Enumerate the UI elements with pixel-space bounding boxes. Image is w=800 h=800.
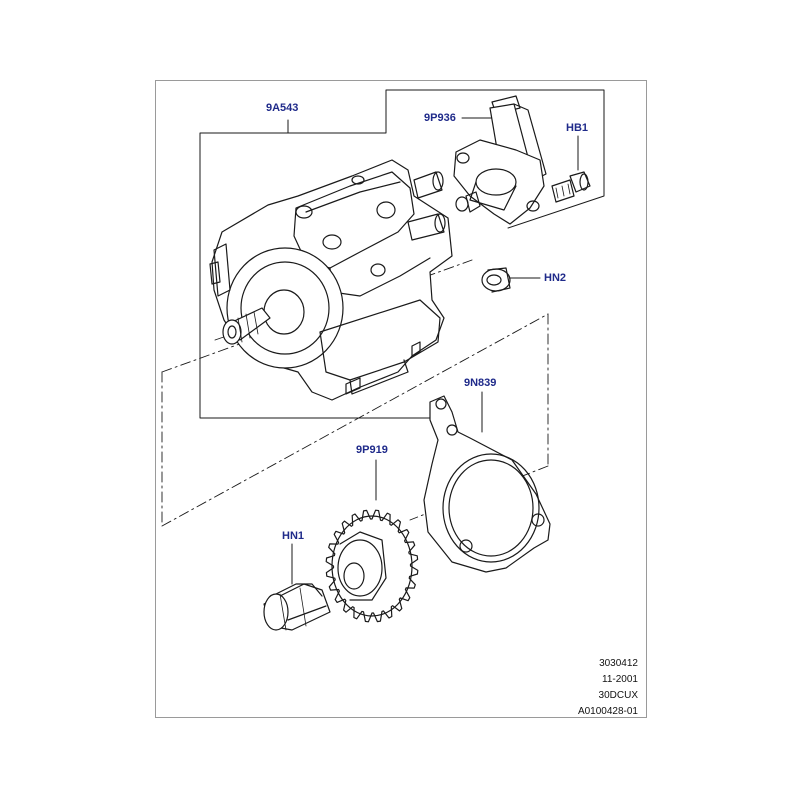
callout-nut-part-number[interactable]: HN2 (544, 272, 567, 284)
callout-gasket-part-number[interactable]: 9N839 (464, 377, 497, 389)
callout-pump-part-number[interactable]: 9A543 (266, 102, 299, 114)
sprocket-gear-illustration (325, 509, 419, 623)
pressure-sensor-illustration (453, 95, 547, 225)
leader-lines (199, 89, 605, 585)
drawing-reference-id: A0100428-01 (577, 706, 638, 717)
hub-nut-illustration (263, 583, 331, 631)
diagram-frame (155, 80, 647, 718)
drawing-number: 3030412 (599, 658, 638, 669)
callout-sensor-part-number[interactable]: 9P936 (424, 112, 456, 124)
gasket-illustration (423, 395, 551, 573)
nut-illustration (481, 267, 511, 293)
fuel-pump-illustration (209, 159, 453, 401)
drawing-date: 11-2001 (602, 674, 638, 685)
drawing-model-code: 30DCUX (598, 690, 638, 701)
drawing-reference-block: 3030412 11-2001 30DCUX A0100428-01 (578, 656, 638, 720)
callout-bolt-part-number[interactable]: HB1 (566, 122, 589, 134)
bolt-illustration (551, 171, 591, 203)
callout-gear-part-number[interactable]: 9P919 (356, 444, 388, 456)
callout-hub-nut-part-number[interactable]: HN1 (282, 530, 305, 542)
